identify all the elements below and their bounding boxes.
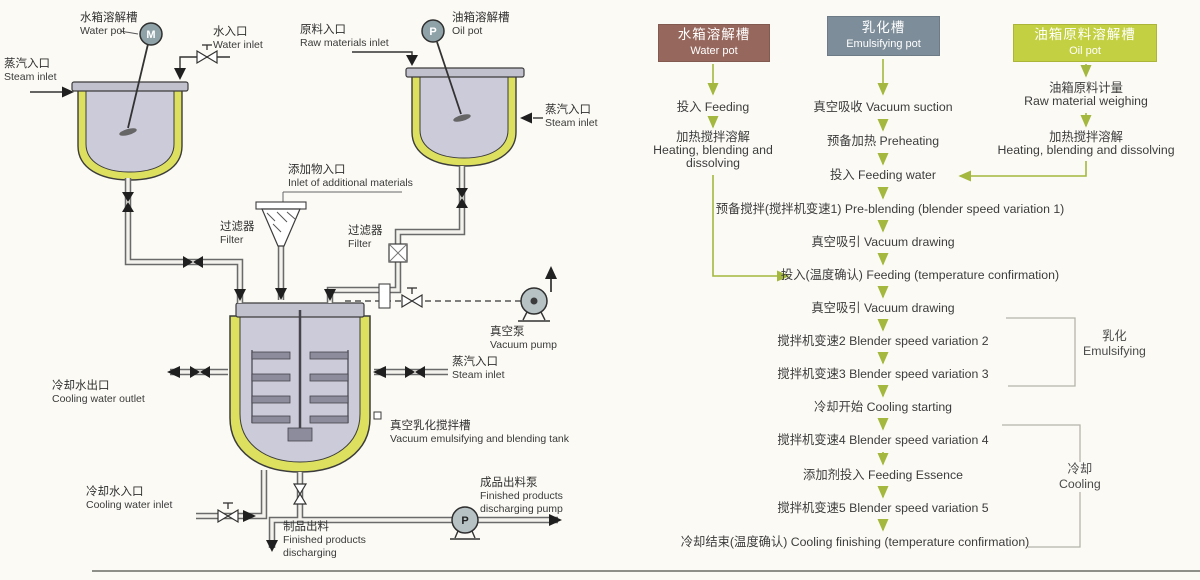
steam-inlet-main-label: 蒸汽入口 Steam inlet [452,356,505,381]
flow-step: 真空吸引 Vacuum drawing [811,235,955,249]
valve [217,509,239,523]
flow-header-oil-pot: 油箱原料溶解槽 Oil pot [1013,24,1157,62]
phase-label-emulsifying: 乳化 Emulsifying [1080,329,1149,359]
flow-step-oil-heating: 加热搅拌溶解 Heating, blending and dissolving [997,130,1175,157]
emulsifying-bracket [1006,317,1076,387]
piping-diagram: M P [30,19,562,552]
oil-pot-agitator-icon [453,114,471,122]
water-pot-motor: M [139,22,163,46]
discharge-pump-symbol: P [450,506,480,540]
vacuum-exhaust-arrow [545,266,557,279]
water-pot-label: 水箱溶解槽 Water pot [80,12,138,37]
main-tank-vessel [229,302,382,473]
phase-label-cooling: 冷却 Cooling [1056,462,1104,492]
valve [190,366,210,378]
water-inlet-label: 水入口 Water inlet [213,26,263,51]
flow-step: 搅拌机变速5 Blender speed variation 5 [777,501,989,515]
valve [401,294,423,308]
oil-pot-motor-label: P [429,26,436,38]
discharge-pump-label: 成品出料泵 Finished products discharging pump [480,477,563,515]
flow-step-water-feeding: 投入 Feeding [676,100,750,114]
flow-header-emulsifying-pot: 乳化槽 Emulsifying pot [827,16,940,56]
flow-header-water-pot: 水箱溶解槽 Water pot [658,24,770,62]
oil-pot-vessel [405,41,525,167]
flow-step: 搅拌机变速2 Blender speed variation 2 [777,334,989,348]
steam-inlet-water-label: 蒸汽入口 Steam inlet [4,58,57,83]
flow-step: 搅拌机变速3 Blender speed variation 3 [777,367,989,381]
valves [122,44,468,523]
water-pot-agitator-icon [119,128,137,136]
flow-step: 投入 Feeding water [830,168,936,182]
raw-materials-inlet-label: 原料入口 Raw materials inlet [300,24,389,49]
valve [196,50,218,64]
vacuum-line [345,283,521,309]
vacuum-pump-label: 真空泵 Vacuum pump [490,326,557,351]
valve [183,256,203,268]
filter-right-label: 过滤器 Filter [348,225,383,250]
flow-step: 冷却结束(温度确认) Cooling finishing (temperatur… [680,535,1030,549]
main-tank-paddles [251,350,349,442]
flow-step: 真空吸引 Vacuum drawing [811,301,955,315]
valve [293,483,307,505]
cooling-water-outlet-label: 冷却水出口 Cooling water outlet [52,380,145,405]
cooling-water-inlet-label: 冷却水入口 Cooling water inlet [86,486,173,511]
valve [456,188,468,208]
oil-to-emulsify-connector [958,161,1087,182]
pipe-arrowheads [62,55,562,552]
valve [405,366,425,378]
flow-step: 预备加热 Preheating [826,134,940,148]
discharge-pump-letter: P [461,515,468,527]
flow-step: 真空吸收 Vacuum suction [813,100,953,114]
water-pot-vessel [71,43,189,181]
valve [122,192,134,212]
flow-step: 搅拌机变速4 Blender speed variation 4 [777,433,989,447]
oil-pot-motor: P [421,19,445,43]
phase-brackets [1002,317,1081,548]
main-tank-leader-marker [373,411,382,420]
flow-step-water-heating: 加热搅拌溶解 Heating, blending and dissolving [653,130,773,170]
filter-left-label: 过滤器 Filter [220,221,255,246]
main-tank-label: 真空乳化搅拌槽 Vacuum emulsifying and blending … [390,420,569,445]
flow-step: 冷却开始 Cooling starting [813,400,953,414]
box-filter [388,243,408,263]
vacuum-trap [378,283,391,309]
steam-inlet-oil-label: 蒸汽入口 Steam inlet [545,104,598,129]
flowchart-arrows [707,59,1092,532]
discharge-label: 制品出料 Finished products discharging [283,521,366,559]
water-to-emulsify-connector [712,175,790,282]
oil-pot-label: 油箱溶解槽 Oil pot [452,12,510,37]
water-pot-leader-line [119,30,139,35]
vacuum-pump-symbol [518,266,557,322]
water-pot-motor-label: M [146,29,155,41]
additional-inlet-label: 添加物入口 Inlet of additional materials [288,164,413,189]
flow-step: 添加剂投入 Feeding Essence [803,468,963,482]
flow-step: 投入(温度确认) Feeding (temperature confirmati… [780,268,1060,282]
funnel-filter [255,201,307,247]
flow-step: 预备搅拌(搅拌机变速1) Pre-blending (blender speed… [715,202,1065,216]
flow-step-oil-weighing: 油箱原料计量 Raw material weighing [1024,81,1148,108]
